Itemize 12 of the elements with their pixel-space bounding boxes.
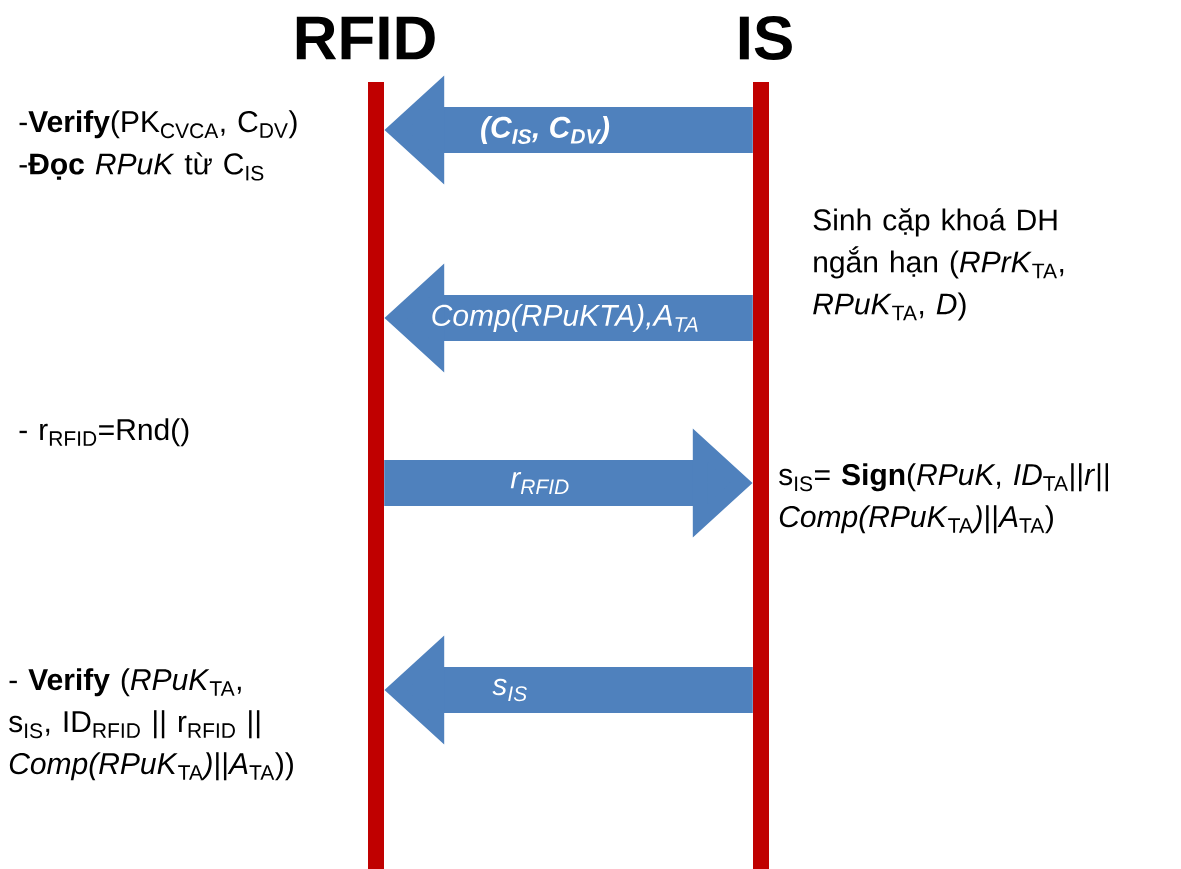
note-text: -Verify(PK$_{CVCA}$, C$_{DV}$) <box>19 110 297 139</box>
edge-label: (C$_{IS}$, C$_{DV}$) <box>481 116 610 144</box>
edge-label: s$_{IS}$ <box>492 678 527 702</box>
note-text: - r$_{RFID}$=Rnd() <box>19 418 189 447</box>
note-text: Sinh cặp khoá DH ngắn hạn (RPrK$_{TA}$, RPuK$_{TA}$, D) <box>813 208 1064 321</box>
note-text: - Verify (RPuK$_{TA}$, s$_{IS}$, ID$_{RFID}$ || r$_{RFID}$ || Comp(RPuK$_{TA}$)||A$_{TA}$)) <box>9 668 293 781</box>
edge-label: r$_{RFID}$ <box>510 472 569 494</box>
edge-label: Comp(RPuKTA),A$_{TA}$ <box>432 304 698 332</box>
note-text: -Đọc RPuK từ C$_{IS}$ <box>19 152 264 181</box>
lifeline-heading: RFID <box>296 16 435 60</box>
lifeline-heading: IS <box>739 16 792 60</box>
note-text: s$_{IS}$= Sign(RPuK, ID$_{TA}$||r|| Comp(RPuK$_{TA}$)||A$_{TA}$) <box>779 463 1109 534</box>
